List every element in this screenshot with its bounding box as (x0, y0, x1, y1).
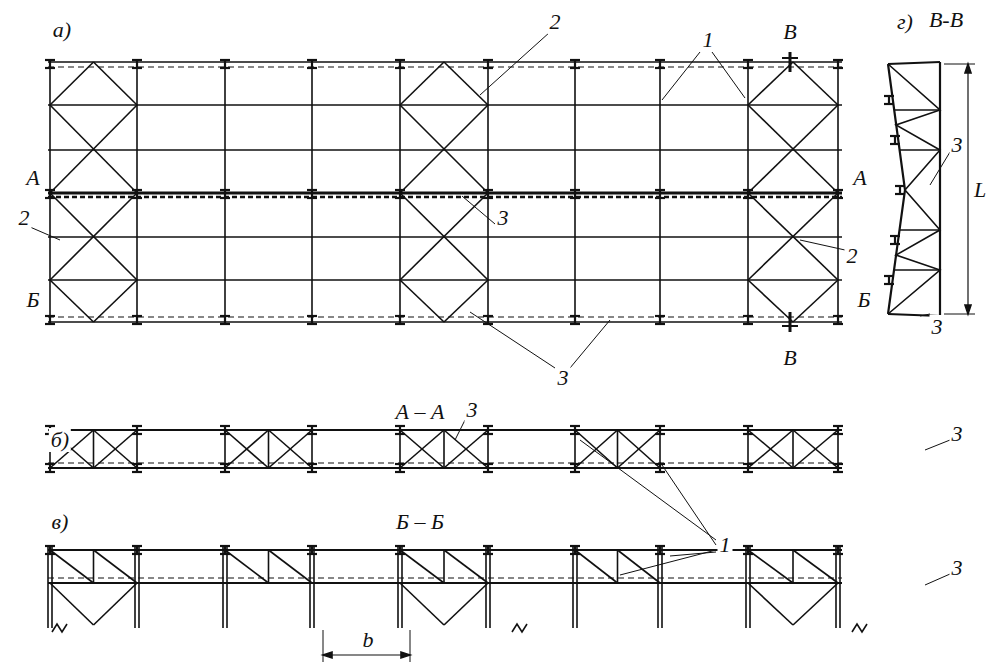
callout-number: b (361, 628, 376, 652)
callout-number: 1 (701, 28, 716, 52)
callout-number: А (24, 166, 41, 190)
callout-number: 2 (845, 244, 860, 268)
callout-number: А (851, 166, 868, 190)
callout-number: 3 (930, 315, 945, 339)
callout-number: 3 (950, 556, 965, 580)
callout-number: 3 (465, 398, 480, 422)
callout-number: Б (25, 288, 42, 312)
view-label: а) (51, 18, 73, 42)
callout-number: 2 (17, 206, 32, 230)
view-label: Б – Б (394, 510, 446, 534)
callout-number: В (781, 346, 798, 370)
callout-number: 3 (950, 133, 965, 157)
callout-number: 3 (950, 422, 965, 446)
callout-number: 1 (718, 533, 733, 557)
callout-number: В (781, 20, 798, 44)
view-label: г) (895, 10, 915, 34)
callout-number: 3 (496, 206, 511, 230)
view-label: А – А (394, 400, 447, 424)
callout-number: L (972, 178, 988, 202)
callout-number: 2 (548, 10, 563, 34)
view-label: в) (50, 510, 71, 534)
view-label: В-В (927, 8, 965, 32)
view-label: б) (49, 428, 71, 452)
callout-number: Б (856, 288, 873, 312)
callout-number: 3 (556, 366, 571, 390)
